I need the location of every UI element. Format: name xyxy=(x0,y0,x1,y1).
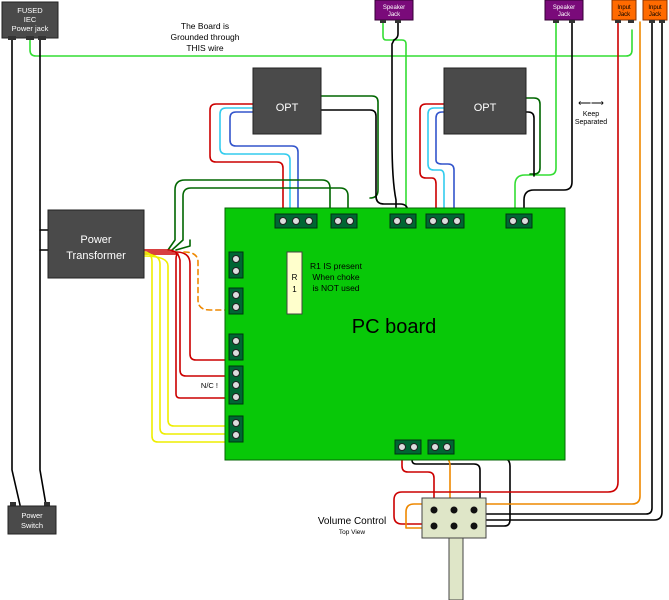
connector-opt-left xyxy=(274,213,318,229)
input-jack-right: Input Jack xyxy=(642,0,668,23)
connector-left-1 xyxy=(228,251,244,279)
keep-separated-line2: Separated xyxy=(575,119,607,126)
connector-left-2 xyxy=(228,287,244,315)
volume-red-a xyxy=(401,449,435,509)
input-black-a xyxy=(485,21,653,515)
transformer-red-a xyxy=(143,249,237,377)
input-right-label-line1: Input xyxy=(648,5,662,11)
iec-label-line1: FUSED xyxy=(17,6,43,15)
iec-label-line3: Power jack xyxy=(12,24,49,33)
connector-speaker-left xyxy=(389,213,417,229)
opt-left-black xyxy=(319,109,409,221)
transformer-yellow-b xyxy=(143,253,237,435)
mains-wire-a xyxy=(11,37,21,506)
power-transformer-line1: Power xyxy=(80,234,112,246)
volume-control-sublabel: Top View xyxy=(339,529,366,536)
speaker-right-green xyxy=(514,21,557,221)
volume-black-a xyxy=(411,449,481,509)
opt-right-black xyxy=(524,111,535,177)
iec-label-line2: IEC xyxy=(24,15,37,24)
opt-left: OPT xyxy=(252,67,322,135)
transformer-green-b xyxy=(171,187,349,251)
input-left-label-line2: Jack xyxy=(618,12,631,18)
r1-note-line1: R1 IS present xyxy=(310,261,363,271)
power-transformer: Power Transformer xyxy=(47,209,145,279)
pc-board-label: PC board xyxy=(352,316,437,338)
nc-label: N/C ! xyxy=(201,381,218,390)
wires xyxy=(11,21,663,529)
transformer-red-b xyxy=(143,251,237,361)
speaker-jack-right: Speaker Jack xyxy=(544,0,584,23)
connector-left-3 xyxy=(228,333,244,361)
opt-left-cyan xyxy=(219,107,291,221)
transformer-yellow-c xyxy=(143,255,237,427)
speaker-jack-left: Speaker Jack xyxy=(374,0,414,23)
transformer-green-a xyxy=(167,179,331,251)
keep-separated-arrow: ⟵⟶ xyxy=(578,98,604,108)
connector-left-4 xyxy=(228,365,244,405)
mains-wire-b xyxy=(39,37,47,506)
speaker-right-label-line1: Speaker xyxy=(553,5,575,11)
ground-note-line2: Grounded through xyxy=(171,32,240,42)
opt-right-red xyxy=(419,103,446,221)
keep-separated-line1: Keep xyxy=(583,111,599,118)
connector-speaker-right xyxy=(505,213,533,229)
volume-control-label: Volume Control xyxy=(318,516,386,527)
power-switch-line1: Power xyxy=(21,511,43,520)
power-switch-line2: Switch xyxy=(21,521,43,530)
fused-iec-power-jack: FUSED IEC Power jack xyxy=(1,1,59,40)
input-black-b xyxy=(485,21,663,521)
pc-board xyxy=(224,207,566,461)
input-orange xyxy=(405,21,641,529)
opt-right-cyan xyxy=(427,107,446,221)
ground-note-line1: The Board is xyxy=(181,21,229,31)
input-red xyxy=(393,21,619,525)
r1-resistor xyxy=(286,251,303,315)
opt-left-red xyxy=(209,103,284,221)
opt-right-green xyxy=(524,97,541,175)
input-right-label-line2: Jack xyxy=(649,12,662,18)
connector-heater-top xyxy=(330,213,358,229)
r1-note-line2: When choke xyxy=(312,272,360,282)
opt-right-label: OPT xyxy=(474,102,497,114)
opt-left-label: OPT xyxy=(276,102,299,114)
power-transformer-line2: Transformer xyxy=(66,250,126,262)
power-switch: Power Switch xyxy=(7,502,57,535)
input-left-label-line1: Input xyxy=(617,5,631,11)
speaker-left-label-line1: Speaker xyxy=(383,5,405,11)
ground-wire xyxy=(29,29,633,57)
transformer-orange-dashed xyxy=(183,251,237,311)
r1-label-line1: R xyxy=(292,273,298,282)
opt-left-blue xyxy=(229,111,299,221)
speaker-left-black xyxy=(391,21,399,221)
connector-opt-right xyxy=(425,213,465,229)
opt-left-green xyxy=(319,95,379,199)
opt-right-blue xyxy=(435,111,455,221)
connector-left-5 xyxy=(228,415,244,443)
opt-right: OPT xyxy=(443,67,527,135)
connector-bottom-1 xyxy=(394,439,422,455)
volume-control xyxy=(421,497,487,600)
r1-note-line3: is NOT used xyxy=(312,283,359,293)
speaker-left-label-line2: Jack xyxy=(388,12,401,18)
r1-label-line2: 1 xyxy=(292,285,297,294)
transformer-yellow-a xyxy=(143,251,237,443)
speaker-right-label-line2: Jack xyxy=(558,12,571,18)
connector-bottom-2 xyxy=(427,439,455,455)
ground-note-line3: THIS wire xyxy=(186,43,224,53)
board-connectors xyxy=(228,213,533,455)
input-jack-left: Input Jack xyxy=(611,0,637,23)
transformer-red-c xyxy=(143,253,237,399)
transformer-green-c xyxy=(175,239,191,251)
speaker-right-black xyxy=(523,21,573,221)
